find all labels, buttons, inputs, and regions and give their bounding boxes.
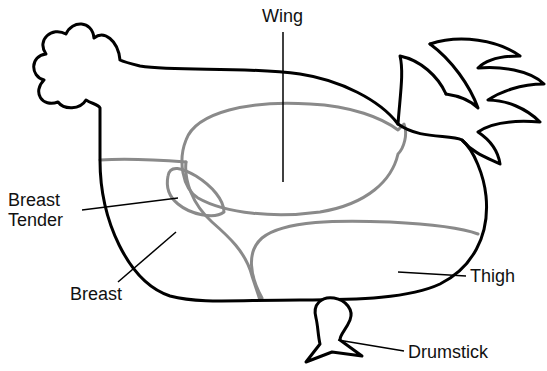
part-label: Breast Tender — [8, 190, 80, 230]
part-label: Wing — [262, 6, 322, 26]
leader-line — [398, 272, 466, 276]
wing-region — [182, 103, 406, 214]
thigh-region — [251, 221, 478, 298]
leader-line — [118, 232, 176, 282]
breast-thigh-border — [186, 162, 260, 300]
part-label: Drumstick — [408, 342, 518, 362]
leader-line — [82, 198, 178, 210]
drumstick-foot — [306, 298, 362, 362]
part-label: Breast — [70, 284, 140, 304]
leader-lines — [82, 32, 466, 351]
chicken-outline — [34, 24, 544, 301]
leader-line — [282, 32, 284, 182]
breast-border — [100, 159, 186, 162]
part-label: Thigh — [470, 266, 540, 286]
leader-line — [338, 340, 404, 351]
breast-tender-region — [167, 168, 224, 215]
